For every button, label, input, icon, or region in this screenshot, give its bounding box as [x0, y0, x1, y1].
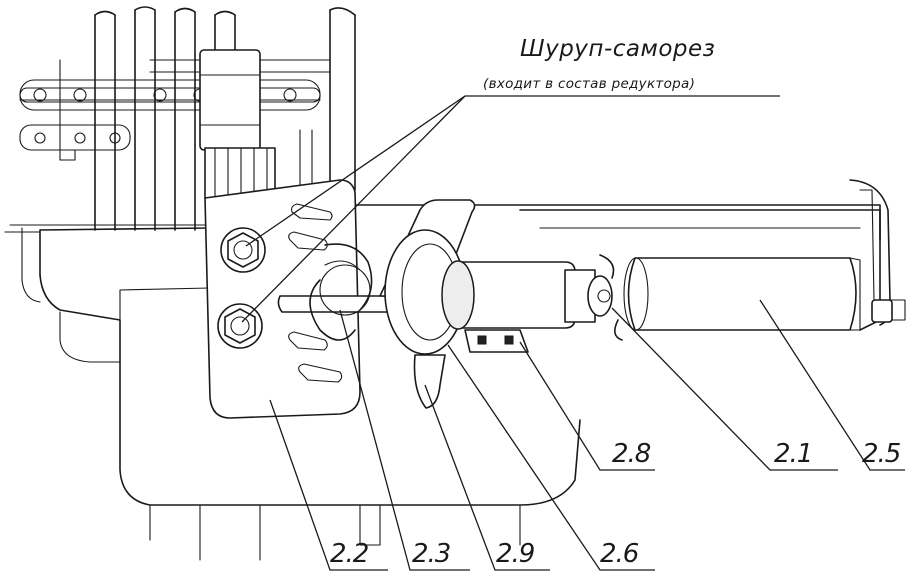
- label-2-9: 2.9: [496, 539, 534, 569]
- label-2-6: 2.6: [600, 539, 639, 569]
- label-2-2: 2.2: [330, 539, 368, 569]
- cylinder-2-5: [623, 257, 861, 331]
- shaft-assembly: [384, 229, 623, 409]
- label-2-8: 2.8: [612, 439, 651, 469]
- label-2-5: 2.5: [862, 439, 901, 469]
- annotation: Шуруп-саморез (входит в состав редуктора…: [483, 36, 715, 92]
- annotation-subtitle: (входит в состав редуктора): [483, 76, 695, 92]
- annotation-title: Шуруп-саморез: [520, 36, 715, 62]
- label-2-3: 2.3: [412, 539, 450, 569]
- housing: [4, 179, 906, 561]
- leader-lines: [241, 95, 905, 571]
- label-2-1: 2.1: [774, 439, 812, 469]
- chain-drive: [19, 6, 356, 231]
- part-labels: 2.8 2.1 2.5 2.2 2.3 2.9 2.6: [330, 439, 902, 569]
